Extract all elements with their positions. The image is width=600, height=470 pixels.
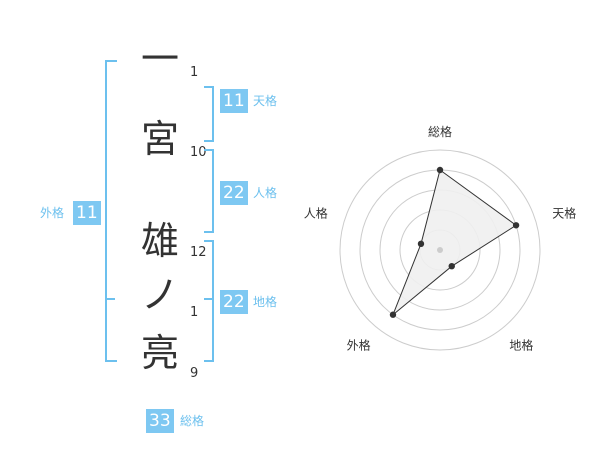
tenkaku-bracket (204, 86, 214, 142)
axis-label-tenkaku: 天格 (552, 206, 576, 221)
stroke-count-5: 9 (190, 366, 199, 381)
chikaku-value-badge: 22 (220, 290, 248, 314)
gaikaku-label: 外格 (40, 206, 65, 220)
radar-point (389, 311, 397, 318)
stroke-count-3: 12 (190, 245, 207, 260)
name-char-1: 一 (140, 37, 179, 81)
name-char-4: ノ (140, 273, 179, 317)
radar-ring (339, 149, 541, 351)
jinkaku-label: 人格 (253, 186, 278, 200)
axis-label-soukaku: 総格 (428, 124, 452, 139)
soukaku-label: 総格 (180, 414, 205, 428)
gaikaku-value-badge: 11 (73, 201, 101, 225)
chikaku-bracket-tick (204, 298, 214, 300)
axis-label-jinkaku: 人格 (304, 206, 328, 221)
stroke-count-1: 1 (190, 65, 199, 80)
radar-point (448, 262, 455, 270)
jinkaku-bracket (204, 149, 214, 233)
stroke-count-4: 1 (190, 305, 199, 320)
name-char-2: 宮 (140, 117, 179, 161)
radar-point (417, 240, 425, 248)
gaikaku-bracket (105, 60, 117, 362)
radar-area (392, 169, 517, 316)
radar-center-dot (437, 247, 443, 253)
tenkaku-label: 天格 (253, 94, 278, 108)
radar-chart: 総格 天格 地格 外格 人格 (304, 124, 576, 353)
stroke-count-2: 10 (190, 145, 207, 160)
gaikaku-bracket-tick (105, 298, 115, 300)
chikaku-label: 地格 (253, 295, 278, 309)
radar-points (389, 166, 520, 318)
name-char-5: 亮 (140, 331, 179, 375)
axis-label-gaikaku: 外格 (347, 338, 371, 353)
radar-point (436, 166, 444, 174)
soukaku-value-badge: 33 (146, 409, 174, 433)
radar-point (512, 222, 520, 229)
chikaku-bracket (204, 240, 214, 362)
axis-label-chikaku: 地格 (509, 338, 533, 353)
tenkaku-value-badge: 11 (220, 89, 248, 113)
jinkaku-value-badge: 22 (220, 181, 248, 205)
name-char-3: 雄 (140, 219, 179, 263)
